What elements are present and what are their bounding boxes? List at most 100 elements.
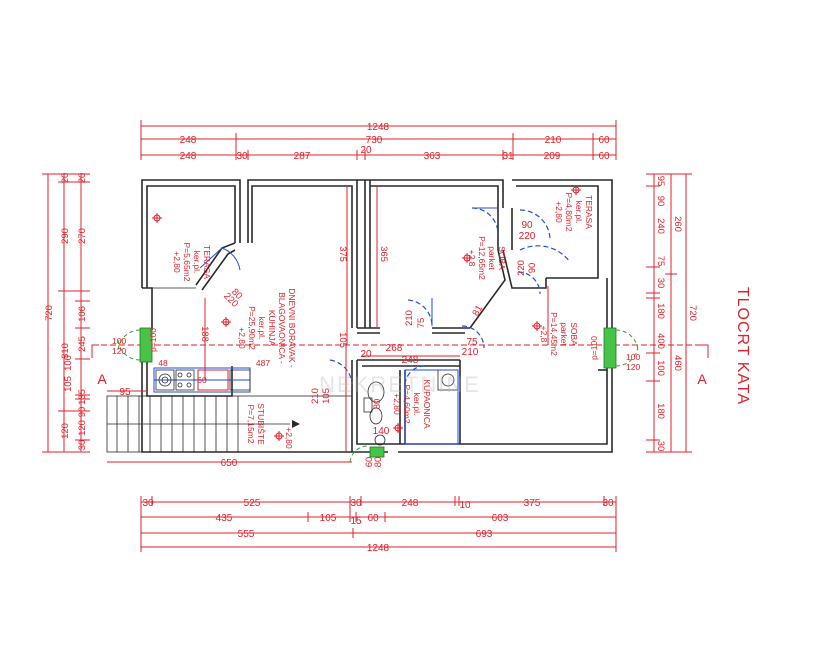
dim-right-in-4: 75 — [655, 256, 666, 267]
dim-top-2-4: 60 — [598, 135, 610, 146]
soba-mid-area: P=12,65m2 — [477, 236, 487, 280]
dim-bot-1-5: 10 — [459, 500, 471, 511]
dim-top-2-2: 730 — [366, 135, 383, 146]
dim-365: 365 — [378, 246, 389, 262]
dim-top-total: 1248 — [367, 122, 390, 133]
kupaonica-area: P=4,60m2 — [402, 385, 412, 424]
dim-left-mid-3: 310 — [60, 343, 71, 359]
dnevni-name-3: KUHINJA — [267, 310, 277, 347]
left-window: 100 120 p=100 — [112, 327, 158, 363]
dim-top-3-8: 60 — [598, 151, 610, 162]
stair-arrow — [292, 420, 300, 428]
dim-top-3-6: 31 — [502, 151, 514, 162]
dim-top-2-3: 210 — [545, 135, 562, 146]
room-kupaonica: KUPAONICA ker.pl. P=4,60m2 +2,80 — [392, 379, 432, 429]
dim-right-in-8: 100 — [655, 360, 666, 376]
dim-right-in-6: 180 — [655, 303, 666, 319]
fixtures — [153, 367, 459, 446]
soba-mid-floor: parket — [487, 246, 497, 270]
dim-left-in-9: 120 — [77, 420, 88, 436]
dim-right-in-9: 180 — [655, 403, 666, 419]
dim-top-3-5: 363 — [424, 151, 441, 162]
dim-right-mid-1: 260 — [672, 216, 683, 232]
doors — [199, 207, 571, 385]
dim-75-door: 75 — [416, 318, 427, 329]
dnevni-name-1: DNEVNI BORAVAK - — [287, 288, 297, 368]
room-soba-mid: SOBA parket P=12,65m2 +2,8 — [467, 236, 507, 280]
dim-left-outer: 720 — [44, 305, 55, 321]
dim-188: 188 — [199, 326, 210, 342]
watermark: NEKRETNINE — [319, 372, 481, 397]
dim-right-in-2: 240 — [655, 218, 666, 234]
dim-right-in-10: 30 — [655, 441, 666, 452]
dim-bot-1-4: 248 — [402, 498, 419, 509]
dim-right-in-1: 95 — [655, 176, 666, 187]
dim-248: 248 — [402, 355, 419, 366]
dim-375: 375 — [337, 246, 348, 262]
dim-220-b: 220 — [516, 260, 527, 276]
dim-bot-1-2: 525 — [244, 498, 261, 509]
terasa-right-level: +2,80 — [554, 201, 564, 223]
dim-bot-3-1: 555 — [238, 529, 255, 540]
dim-right-outer: 720 — [687, 305, 698, 321]
kupaonica-level: +2,80 — [392, 393, 402, 415]
dim-left-in-8: 90 — [77, 407, 88, 418]
dim-left-in-5: 100 — [63, 355, 74, 371]
section-mark-right: A — [697, 371, 707, 387]
dim-20: 20 — [360, 349, 372, 360]
section-mark-left: A — [97, 371, 107, 387]
dim-left-in-3: 106 — [77, 306, 88, 322]
soba-right-floor: parket — [559, 322, 569, 346]
dim-bot-2-1: 435 — [216, 513, 233, 524]
walls — [106, 179, 613, 453]
room-terasa-left: TERASA ker.pl. P=5,65m2 +2,80 — [172, 243, 212, 282]
dim-bot-2-5: 603 — [492, 513, 509, 524]
left-window-height: 120 — [112, 346, 126, 356]
dim-top-2-1: 248 — [180, 135, 197, 146]
dim-left-in-1: 20 — [77, 173, 88, 184]
right-window-width: 100 — [626, 352, 640, 362]
dim-left-in-6: 105 — [63, 376, 74, 392]
bottom-dimensions: 30 525 30 248 10 375 30 435 105 15 60 60… — [140, 496, 617, 554]
dim-left-in-7: 135 — [77, 389, 88, 405]
dim-bot-3-2: 693 — [476, 529, 493, 540]
stubiste-area: P=7,15m2 — [246, 405, 256, 444]
dim-left-in-4: 245 — [77, 336, 88, 352]
interior-dimensions: 375 365 105 188 268 248 20 95 650 487 10… — [107, 186, 549, 469]
dnevni-name-2: BLAGOVAONICA - — [277, 292, 287, 364]
dim-left-mid-2: 290 — [60, 228, 71, 244]
dim-48: 48 — [158, 358, 168, 368]
dnevni-area: P=25,90m2 — [247, 306, 257, 350]
dim-top-3-2: 30 — [236, 151, 248, 162]
dim-650: 650 — [221, 458, 238, 469]
dim-487: 487 — [256, 358, 270, 368]
dim-bot-total: 1248 — [367, 543, 390, 554]
kupaonica-floor: ker.pl. — [412, 393, 422, 416]
dim-95: 95 — [119, 387, 131, 398]
dim-left-mid-1: 20 — [60, 173, 71, 184]
left-dimensions: 720 20 290 310 120 20 270 106 245 100 10… — [42, 173, 90, 453]
room-stubiste: STUBIŠTE P=7,15m2 +2,80 — [246, 403, 294, 449]
dim-left-in-2: 270 — [77, 228, 88, 244]
dim-right-in-3: 90 — [655, 196, 666, 207]
dim-top-3-7: 209 — [544, 151, 561, 162]
stubiste-level: +2,80 — [284, 427, 294, 449]
top-dimensions: 1248 248 730 210 60 248 30 287 20 363 31… — [140, 120, 617, 162]
terasa-left-level: +2,80 — [172, 251, 182, 273]
room-terasa-right: TERASA ker.pl. P=4,80m2 +2,80 — [554, 193, 594, 232]
soba-mid-name: SOBA — [497, 246, 507, 270]
right-window: 100 120 p=100 — [589, 327, 640, 372]
dim-bot-1-7: 30 — [602, 498, 614, 509]
dim-left-mid-4: 120 — [60, 423, 71, 439]
dim-210-c: 210 — [462, 347, 479, 358]
dim-bot-2-3: 15 — [350, 516, 362, 527]
dim-80-b: 80 — [373, 457, 384, 468]
dim-105: 105 — [321, 388, 332, 404]
dim-bot-1-3: 30 — [350, 498, 362, 509]
dnevni-level: +2,80 — [237, 327, 247, 349]
dim-210-door: 210 — [404, 310, 415, 326]
dim-top-3-4: 20 — [360, 145, 372, 156]
terasa-left-floor: ker.pl. — [192, 251, 202, 274]
left-window-parapet: p=100 — [148, 328, 158, 352]
dim-top-3-1: 248 — [180, 151, 197, 162]
